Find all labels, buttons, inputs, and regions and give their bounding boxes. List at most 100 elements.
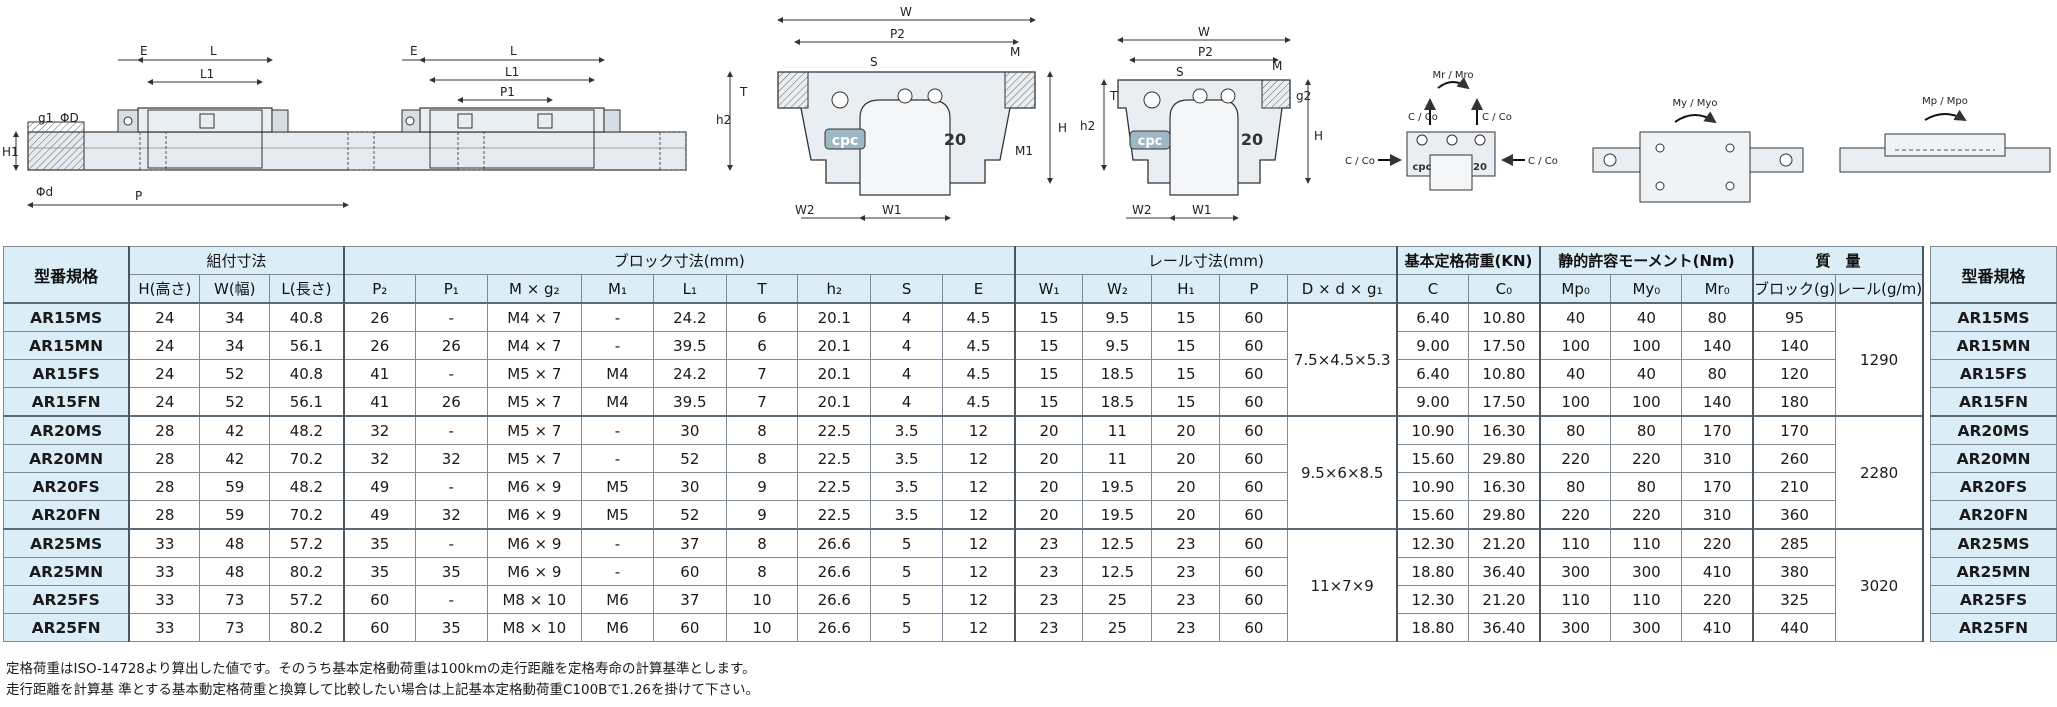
- table-cell: 3.5: [870, 472, 944, 501]
- table-cell: 25: [1082, 613, 1153, 642]
- table-cell: 52: [652, 444, 727, 473]
- table-gap: [1923, 585, 1931, 614]
- table-cell: 20: [1151, 472, 1221, 501]
- table-cell: 36.40: [1467, 557, 1541, 586]
- table-cell: M6: [581, 613, 654, 642]
- table-gap: [1923, 331, 1931, 360]
- sub-header-cell: レール(g/m): [1835, 274, 1925, 304]
- table-cell: M5: [581, 500, 654, 530]
- table-cell: 60: [1219, 585, 1289, 614]
- dim-label-T: T: [739, 85, 748, 99]
- table-cell: 17.50: [1467, 387, 1541, 417]
- table-cell: 3.5: [870, 500, 944, 530]
- table-gap: [1923, 557, 1931, 586]
- table-cell: 40: [1610, 302, 1683, 332]
- table-cell: 57.2: [269, 528, 345, 558]
- dim-label-H: H: [1058, 121, 1067, 135]
- table-cell: 11: [1082, 415, 1153, 445]
- table-cell: M8 × 10: [486, 585, 583, 614]
- table-cell: M6 × 9: [486, 557, 583, 586]
- table-cell: 10.80: [1467, 359, 1541, 388]
- table-cell: 220: [1610, 500, 1683, 530]
- load-label-C4: C / Co: [1528, 156, 1558, 167]
- table-cell: 12.5: [1082, 557, 1153, 586]
- table-cell: -: [581, 302, 654, 332]
- table-cell: -: [581, 415, 654, 445]
- table-cell: 20: [1013, 472, 1084, 501]
- ddg-merged-cell: 11×7×9: [1287, 528, 1398, 642]
- header-model-right: 型番規格: [1930, 246, 2057, 304]
- table-cell: 49: [342, 500, 416, 530]
- table-cell: M6 × 9: [486, 500, 583, 530]
- table-gap: [1923, 613, 1931, 642]
- table-cell: 20: [1013, 444, 1084, 473]
- table-cell: 80: [1681, 302, 1754, 332]
- table-cell: 7: [725, 387, 799, 417]
- dim-label-W1: W1: [882, 203, 902, 217]
- dim-label-L2-block: L: [510, 44, 517, 58]
- table-cell: 24: [128, 387, 201, 417]
- table-cell: 49: [342, 472, 416, 501]
- table-cell: 60: [1219, 359, 1289, 388]
- table-cell: M5: [581, 472, 654, 501]
- table-cell: 5: [870, 528, 944, 558]
- table-cell: 73: [199, 585, 271, 614]
- table-cell: 15: [1013, 359, 1084, 388]
- model-cell: AR25MN: [3, 557, 130, 586]
- table-cell: 20: [1151, 500, 1221, 530]
- table-cell: 33: [128, 585, 201, 614]
- model-cell: AR15FN: [3, 387, 130, 417]
- table-cell: 9.00: [1395, 331, 1469, 360]
- table-cell: 19.5: [1082, 472, 1153, 501]
- table-cell: 24: [128, 331, 201, 360]
- model-cell-right: AR15MS: [1930, 302, 2057, 332]
- table-cell: 34: [199, 331, 271, 360]
- header-basic-load: 基本定格荷重(KN): [1395, 246, 1541, 275]
- sub-header-cell: L₁: [652, 274, 727, 304]
- table-cell: 8: [725, 557, 799, 586]
- dim2-label-W2: W2: [1132, 203, 1152, 217]
- table-cell: 80: [1610, 472, 1683, 501]
- table-cell: 60: [1219, 387, 1289, 417]
- table-cell: -: [414, 359, 488, 388]
- block-brand-text: cpc: [832, 133, 859, 149]
- table-cell: 12: [942, 557, 1016, 586]
- sub-header-cell: C: [1395, 274, 1469, 304]
- table-cell: 26.6: [797, 557, 872, 586]
- dim-label-phiD: ΦD: [60, 111, 79, 125]
- table-cell: 25: [1082, 585, 1153, 614]
- table-cell: 30: [652, 415, 727, 445]
- table-cell: 23: [1151, 613, 1221, 642]
- table-cell: 140: [1681, 331, 1754, 360]
- table-cell: 35: [414, 557, 488, 586]
- table-cell: M6 × 9: [486, 472, 583, 501]
- table-gap: [1923, 387, 1931, 416]
- dim2-label-g2: g2: [1296, 89, 1311, 103]
- technical-drawings: E L L1 E L L1 P1 g1 ΦD H1 Φd P cpc 20 W …: [2, 5, 2051, 221]
- table-cell: 57.2: [269, 585, 345, 614]
- load-label-C3: C / Co: [1345, 156, 1375, 167]
- table-cell: 18.80: [1395, 613, 1469, 642]
- table-cell: 60: [652, 613, 727, 642]
- table-cell: 4: [870, 359, 944, 388]
- table-cell: 37: [652, 585, 727, 614]
- header-block: ブロック寸法(mm): [342, 246, 1016, 275]
- table-cell: 310: [1681, 500, 1754, 530]
- table-cell: 12: [942, 500, 1016, 530]
- model-cell-right: AR25FS: [1930, 585, 2057, 614]
- dim-label-P1: P1: [500, 85, 515, 99]
- sub-header-cell: My₀: [1610, 274, 1683, 304]
- model-cell: AR20FN: [3, 500, 130, 530]
- table-cell: 60: [1219, 613, 1289, 642]
- sub-header-cell: Mr₀: [1681, 274, 1754, 304]
- model-cell: AR25MS: [3, 528, 130, 558]
- table-cell: 10.90: [1395, 472, 1469, 501]
- dim-label-H1: H1: [2, 145, 19, 159]
- table-cell: 300: [1610, 557, 1683, 586]
- table-cell: 360: [1751, 500, 1837, 530]
- table-cell: 8: [725, 444, 799, 473]
- table-cell: 9.00: [1395, 387, 1469, 417]
- table-cell: 80.2: [269, 613, 345, 642]
